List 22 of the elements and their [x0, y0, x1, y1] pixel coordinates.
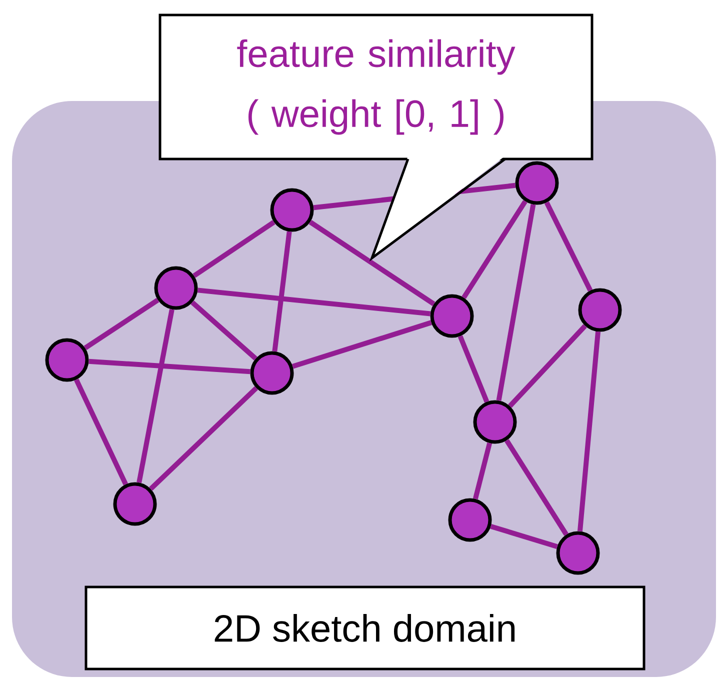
graph-edge [490, 524, 558, 550]
graph-edge [458, 335, 490, 403]
graph-edge [462, 200, 528, 300]
graph-edge [308, 220, 436, 306]
graph-edge [74, 378, 128, 486]
speech-bubble: feature similarity ( weight [0, 1] ) [158, 14, 594, 262]
graph-edge [292, 320, 432, 369]
graph-edge [272, 231, 292, 352]
graph-edge [190, 300, 258, 360]
graph-edge [197, 288, 431, 316]
graph-edge [504, 439, 568, 536]
graph-edge [84, 298, 160, 350]
graph-edge [577, 331, 601, 532]
graph-edge [472, 442, 492, 500]
graph-edge [544, 201, 593, 292]
graph-edge [508, 324, 587, 408]
graph-edge [496, 204, 536, 402]
graph-edge [192, 220, 276, 278]
domain-label: 2D sketch domain [84, 586, 646, 670]
graph-edge [149, 386, 258, 491]
graph-edge [88, 358, 250, 374]
graph-edge [136, 308, 174, 484]
